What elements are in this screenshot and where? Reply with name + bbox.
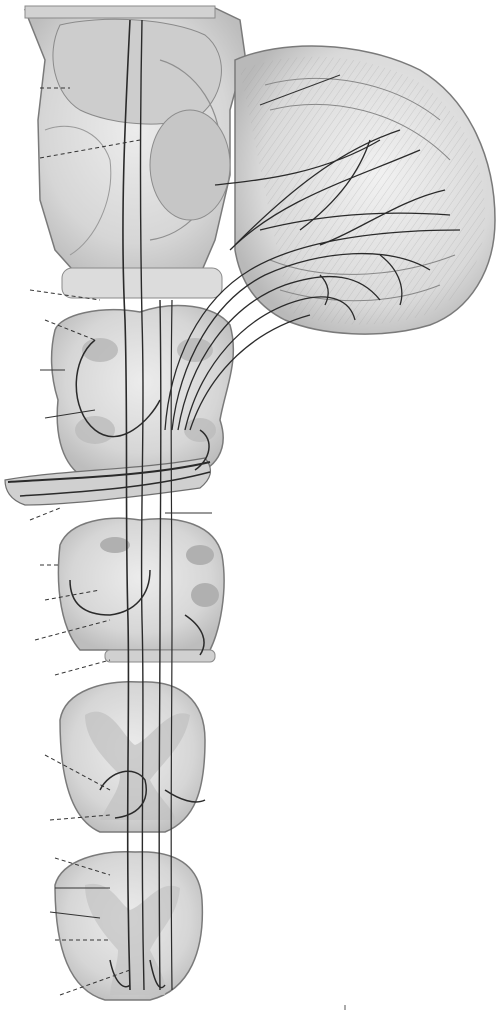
leader-line xyxy=(30,508,60,520)
leader-line xyxy=(55,660,110,675)
midbrain-section xyxy=(25,6,245,278)
spinal-cord-cervical-section xyxy=(60,682,205,832)
cerebellum-section xyxy=(235,46,495,334)
